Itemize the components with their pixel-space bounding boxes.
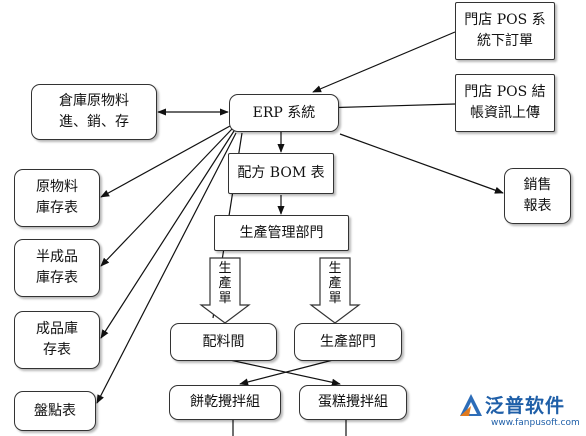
production-order-char-3: 單 (328, 291, 342, 306)
node-production-mgmt-label: 生產管理部門 (239, 224, 324, 241)
production-order-char-3: 單 (218, 291, 232, 306)
node-sales: 銷售 報表 (504, 168, 571, 224)
node-production-mgmt: 生產管理部門 (214, 215, 349, 251)
node-stocktake-label: 盤點表 (34, 402, 76, 419)
node-batching-room: 配料間 (170, 323, 277, 361)
node-cake-mixing-label: 蛋糕攪拌組 (318, 394, 388, 410)
fat-arrow-left (199, 257, 251, 324)
node-finished-inventory: 成品庫 存表 (14, 311, 100, 369)
node-store-checkout: 門店 POS 結 帳資訊上傳 (455, 74, 555, 132)
arrow-erp-to-raw-inventory (100, 125, 231, 198)
arrow-erp-to-stocktake (96, 132, 237, 404)
node-raw-inventory: 原物料 庫存表 (14, 169, 100, 227)
logo-name: 泛普软件 (485, 395, 566, 417)
node-store-checkout-line-2: 帳資訊上傳 (470, 105, 540, 121)
node-semi-inventory-line-1: 半成品 (36, 249, 78, 265)
arrow-erp-to-semi-inventory (100, 128, 233, 267)
node-finished-inventory-line-1: 成品庫 (36, 321, 78, 337)
node-sales-line-2: 報表 (523, 198, 552, 214)
arrow-production-to-biscuit (239, 359, 334, 386)
node-erp-label: ERP 系統 (252, 104, 316, 121)
node-bom-label: 配方 BOM 表 (237, 165, 325, 181)
node-cake-mixing: 蛋糕攪拌組 (299, 385, 407, 420)
arrow-erp-to-finished-inventory (100, 130, 235, 339)
node-stocktake: 盤點表 (14, 391, 96, 431)
node-store-checkout-line-1: 門店 POS 結 (464, 84, 546, 100)
node-production-dept: 生產部門 (294, 323, 402, 361)
node-production-dept-label: 生產部門 (320, 333, 376, 350)
node-store-order: 門店 POS 系 統下訂單 (455, 2, 555, 60)
production-order-char-1: 生 (218, 261, 232, 276)
arrow-store-checkout-to-erp (319, 103, 456, 112)
node-raw-inventory-line-1: 原物料 (36, 179, 78, 195)
node-sales-line-1: 銷售 (523, 177, 552, 193)
node-raw-warehouse-line-1: 倉庫原物料 (59, 93, 129, 109)
node-bom: 配方 BOM 表 (228, 153, 334, 194)
node-semi-inventory-line-2: 庫存表 (36, 270, 78, 286)
node-raw-warehouse: 倉庫原物料 進、銷、存 (31, 84, 157, 140)
fat-arrow-right-label: 生 產 單 (327, 261, 343, 306)
watermark-logo: 泛普软件 www.fanpusoft.com (455, 387, 583, 435)
node-finished-inventory-line-2: 存表 (43, 342, 71, 358)
arrow-store-order-to-erp (312, 31, 456, 93)
node-raw-inventory-line-2: 庫存表 (36, 200, 78, 216)
node-erp: ERP 系統 (229, 94, 339, 132)
node-store-order-line-2: 統下訂單 (477, 33, 533, 49)
node-batching-room-label: 配料間 (202, 333, 245, 350)
node-raw-warehouse-line-2: 進、銷、存 (59, 114, 129, 130)
node-semi-inventory: 半成品 庫存表 (14, 239, 100, 297)
fat-arrow-left-label: 生 產 單 (217, 261, 233, 306)
logo-mark-icon (460, 394, 482, 416)
fat-arrow-right (309, 257, 361, 324)
arrow-erp-to-sales (339, 133, 504, 194)
node-biscuit-mixing-label: 餅乾攪拌組 (190, 394, 260, 410)
node-biscuit-mixing: 餅乾攪拌組 (169, 385, 281, 420)
production-order-char-1: 生 (328, 261, 342, 276)
logo-url: www.fanpusoft.com (491, 418, 580, 428)
node-store-order-line-1: 門店 POS 系 (464, 12, 546, 28)
production-order-char-2: 產 (218, 276, 232, 291)
production-order-char-2: 產 (328, 276, 342, 291)
